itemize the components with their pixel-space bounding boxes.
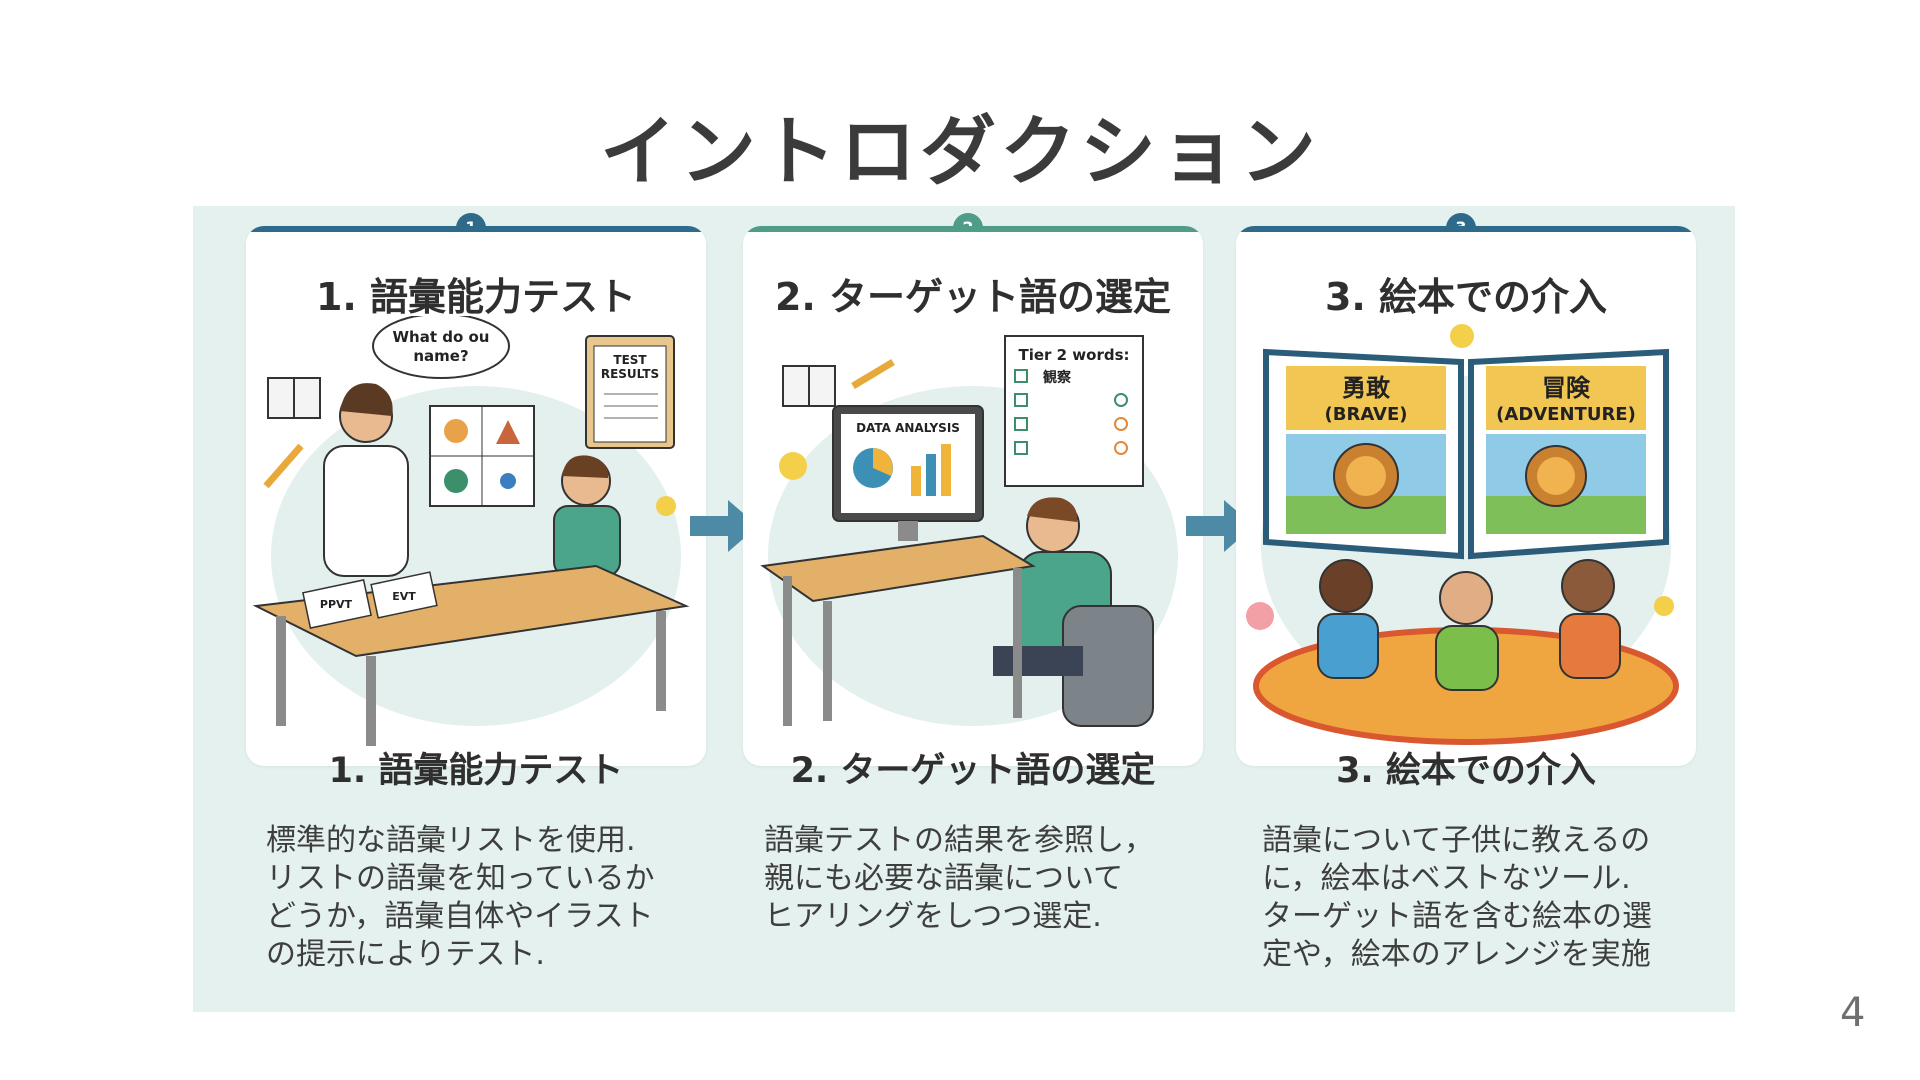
svg-text:観察: 観察	[1043, 369, 1072, 386]
svg-text:EVT: EVT	[392, 590, 416, 603]
clipboard-test-results: TEST RESULTS	[586, 336, 674, 448]
child-figure-center	[1436, 572, 1498, 690]
book-icon	[783, 366, 835, 406]
lightbulb-icon	[1654, 596, 1674, 616]
card-heading: 2. ターゲット語の選定	[743, 266, 1203, 321]
lightbulb-icon	[656, 496, 676, 516]
picture-card	[430, 406, 534, 506]
brain-icon	[1246, 602, 1274, 630]
lightbulb-icon	[1450, 324, 1474, 348]
card-caption: 1. 語彙能力テスト	[236, 742, 716, 793]
svg-text:勇敢: 勇敢	[1342, 374, 1391, 402]
card-accent-bar	[246, 226, 706, 232]
svg-text:冒険: 冒険	[1542, 374, 1591, 402]
child-figure-left	[1318, 560, 1378, 678]
tier-2-words-board: Tier 2 words: 観察	[1005, 336, 1143, 486]
picture-book-illustration: 勇敢 (BRAVE) 冒険 (ADVENTURE)	[1236, 316, 1696, 766]
card-heading: 1. 語彙能力テスト	[246, 266, 706, 321]
svg-text:name?: name?	[413, 347, 468, 365]
child-figure-right	[1560, 560, 1620, 678]
card-caption: 2. ターゲット語の選定	[733, 742, 1213, 793]
card-heading: 3. 絵本での介入	[1236, 266, 1696, 321]
vocabulary-test-illustration: What do ou name? TEST RESULTS	[246, 316, 706, 766]
lightbulb-icon	[779, 452, 807, 480]
svg-text:(BRAVE): (BRAVE)	[1325, 404, 1408, 425]
page-number: 4	[1840, 990, 1865, 1036]
svg-text:PPVT: PPVT	[320, 598, 353, 611]
book-icon	[268, 378, 320, 418]
step-description: 語彙について子供に教えるの に，絵本はベストなツール. ターゲット語を含む絵本の…	[1262, 822, 1702, 974]
card-caption: 3. 絵本での介入	[1226, 742, 1706, 793]
card-accent-bar	[743, 226, 1203, 232]
svg-text:What do ou: What do ou	[393, 328, 490, 346]
card-accent-bar	[1236, 226, 1696, 232]
target-word-selection-illustration: DATA ANALYSIS Tier 2 words: 観察	[743, 316, 1203, 766]
slide-title: イントロダクション	[0, 90, 1920, 200]
step-card-vocabulary-test: 1. 語彙能力テスト What do ou name? TEST RESULTS	[246, 226, 706, 766]
speech-bubble: What do ou name?	[373, 316, 509, 378]
svg-text:RESULTS: RESULTS	[601, 367, 659, 381]
svg-text:(ADVENTURE): (ADVENTURE)	[1496, 404, 1636, 425]
step-description: 標準的な語彙リストを使用. リストの語彙を知っているか どうか，語彙自体やイラス…	[266, 822, 706, 974]
pencil-icon	[853, 362, 893, 386]
svg-text:DATA ANALYSIS: DATA ANALYSIS	[856, 421, 960, 435]
svg-text:TEST: TEST	[613, 353, 647, 367]
step-card-target-word-selection: 2. ターゲット語の選定 DATA ANALYSIS Tier 2 words:…	[743, 226, 1203, 766]
svg-text:Tier 2 words:: Tier 2 words:	[1018, 346, 1129, 364]
computer-monitor: DATA ANALYSIS	[833, 406, 983, 541]
step-description: 語彙テストの結果を参照し， 親にも必要な語彙について ヒアリングをしつつ選定.	[764, 822, 1204, 936]
step-card-picture-book-intervention: 3. 絵本での介入 勇敢 (BRAVE) 冒険 (ADVENTURE)	[1236, 226, 1696, 766]
